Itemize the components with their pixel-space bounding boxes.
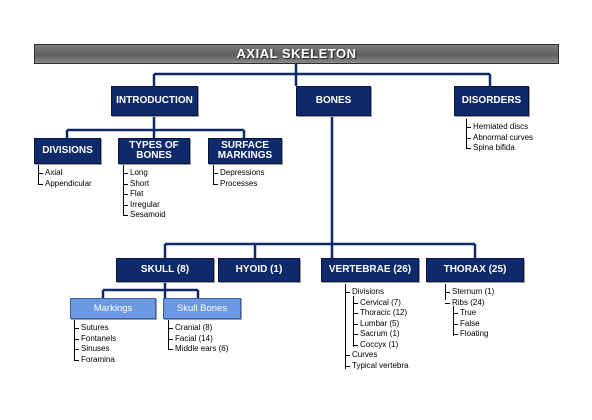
- node-vertebrae: VERTEBRAE (26): [321, 258, 419, 282]
- list-item: Typical vertebra: [345, 361, 408, 372]
- list-item-divisions: Divisions: [345, 287, 408, 298]
- node-introduction: INTRODUCTION: [111, 86, 198, 116]
- list-item: Spina bifida: [466, 143, 533, 154]
- list-item: Sesamoid: [123, 210, 166, 221]
- list-item: Middle ears (6): [168, 344, 228, 355]
- list-item: Fontanels: [74, 334, 116, 345]
- list-item: False: [453, 319, 494, 330]
- diagram-title: AXIAL SKELETON: [34, 44, 559, 64]
- list-disorders: Herniated discs Abnormal curves Spina bi…: [466, 119, 533, 154]
- list-item: Long: [123, 168, 166, 179]
- list-item: Short: [123, 179, 166, 190]
- node-hyoid: HYOID (1): [218, 258, 300, 282]
- list-item: Coccyx (1): [353, 340, 408, 351]
- list-item: Thoracic (12): [353, 308, 408, 319]
- node-thorax: THORAX (25): [426, 258, 524, 282]
- list-item: Depressions: [213, 168, 264, 179]
- list-item: Abnormal curves: [466, 133, 533, 144]
- list-item: Sacrum (1): [353, 329, 408, 340]
- list-item: Cranial (8): [168, 323, 228, 334]
- node-bones: BONES: [296, 86, 371, 116]
- list-types-of-bones: Long Short Flat Irregular Sesamoid: [123, 165, 166, 221]
- list-item: True: [453, 308, 494, 319]
- node-types-of-bones: TYPES OF BONES: [118, 138, 190, 164]
- list-item: Foramina: [74, 355, 116, 366]
- list-item: Processes: [213, 179, 264, 190]
- vertebrae-divisions-sublist: Cervical (7) Thoracic (12) Lumbar (5) Sa…: [353, 295, 408, 351]
- list-skull-bones: Cranial (8) Facial (14) Middle ears (6): [168, 320, 228, 355]
- list-surface-markings: Depressions Processes: [213, 165, 264, 190]
- list-item: Flat: [123, 189, 166, 200]
- list-item: Axial: [38, 168, 92, 179]
- list-item: Herniated discs: [466, 122, 533, 133]
- node-markings: Markings: [70, 298, 156, 319]
- list-thorax: Sternum (1) Ribs (24) True False Floatin…: [445, 284, 494, 340]
- list-item: Sternum (1): [445, 287, 494, 298]
- node-surface-markings: SURFACE MARKINGS: [208, 138, 282, 164]
- list-item: Curves: [345, 350, 408, 361]
- list-vertebrae: Divisions Cervical (7) Thoracic (12) Lum…: [345, 284, 408, 372]
- thorax-ribs-sublist: True False Floating: [453, 306, 494, 340]
- list-item: Cervical (7): [353, 298, 408, 309]
- list-item: Sutures: [74, 323, 116, 334]
- list-markings: Sutures Fontanels Sinuses Foramina: [74, 320, 116, 366]
- node-disorders: DISORDERS: [454, 86, 529, 116]
- list-item-ribs: Ribs (24): [445, 298, 494, 309]
- node-skull-bones: Skull Bones: [163, 298, 241, 319]
- list-divisions: Axial Appendicular: [38, 165, 92, 190]
- node-divisions: DIVISIONS: [34, 138, 101, 164]
- list-item: Lumbar (5): [353, 319, 408, 330]
- list-item: Appendicular: [38, 179, 92, 190]
- list-item: Floating: [453, 329, 494, 340]
- node-skull: SKULL (8): [116, 258, 214, 282]
- list-item: Irregular: [123, 200, 166, 211]
- list-item: Sinuses: [74, 344, 116, 355]
- list-item: Facial (14): [168, 334, 228, 345]
